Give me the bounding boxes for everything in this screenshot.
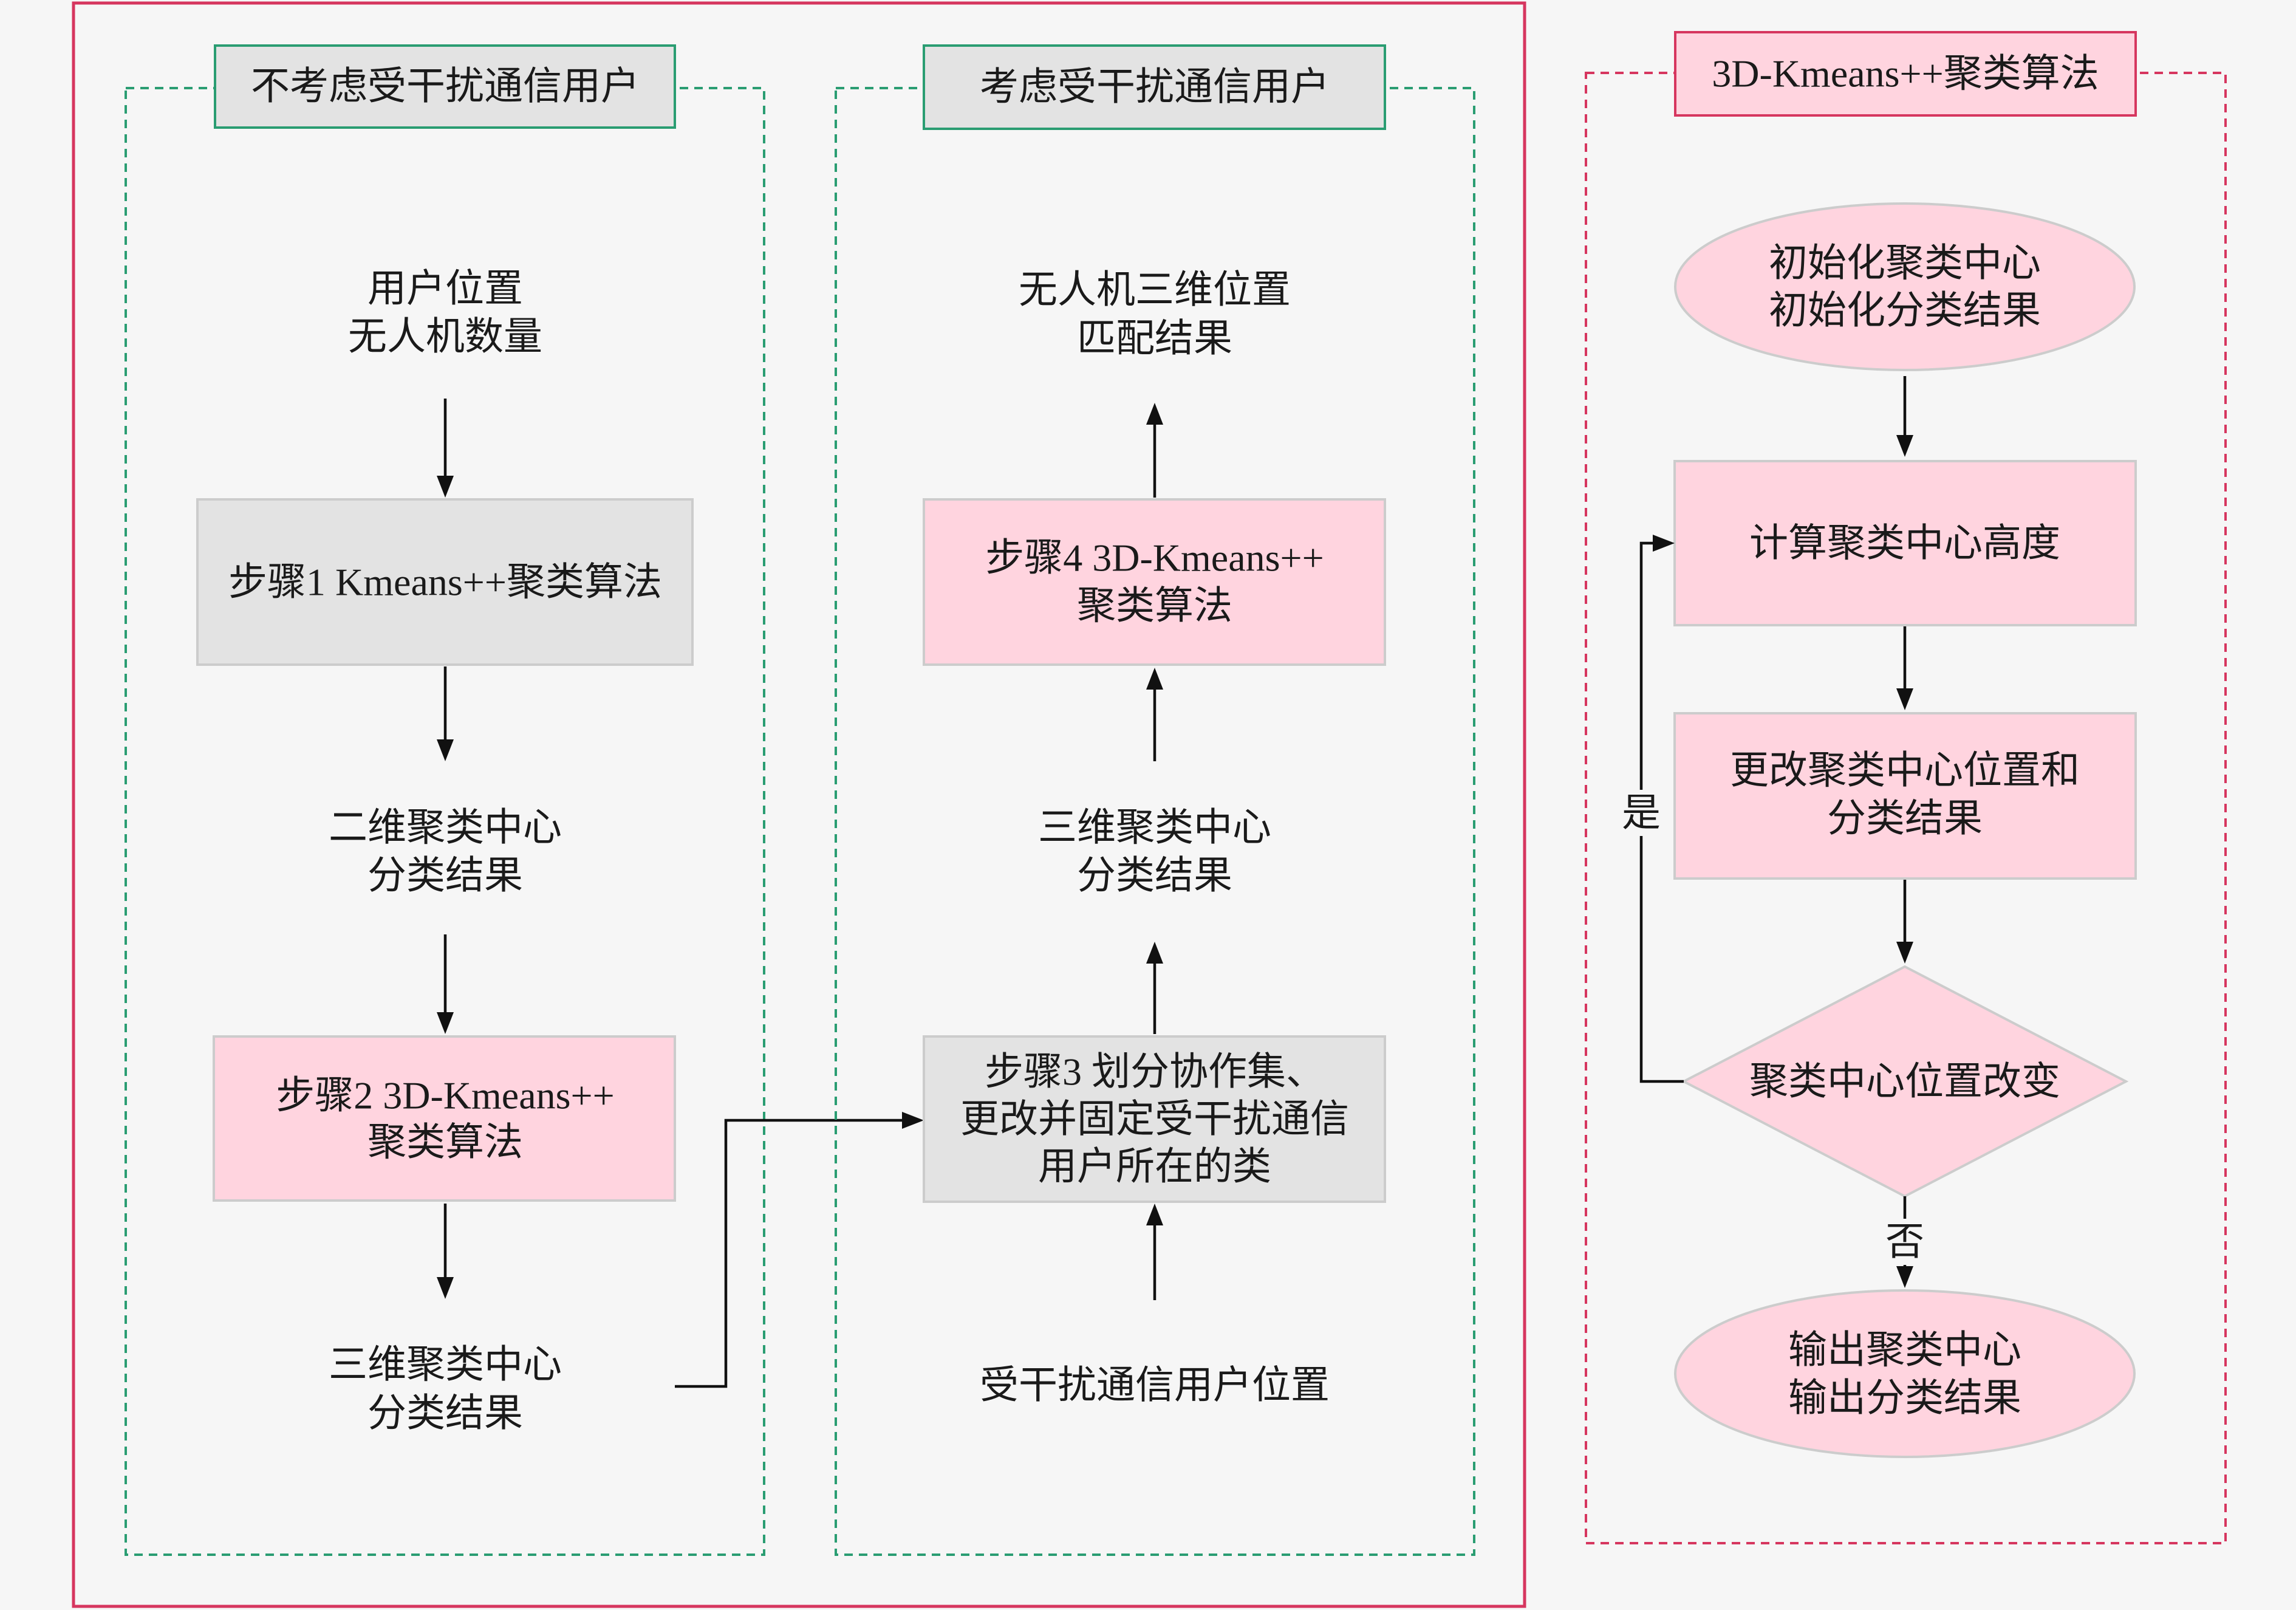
connector-line <box>675 1118 906 1388</box>
output-2d-centers-line2: 分类结果 <box>367 854 523 897</box>
yes-label: 是 <box>1622 792 1661 835</box>
arrowhead <box>437 1277 454 1299</box>
output-ellipse <box>1674 1289 2136 1458</box>
step4-label-line2: 聚类算法 <box>1077 584 1232 628</box>
panel-with-interfered: 考虑受干扰通信用户 无人机三维位置 匹配结果 步骤4 3D-Kmeans++ 聚… <box>835 44 1475 1556</box>
arrowhead <box>1146 1204 1163 1225</box>
panel-algorithm: 3D-Kmeans++聚类算法 初始化聚类中心 初始化分类结果 计算聚类中心高度… <box>1585 31 2227 1544</box>
arrow-init-to-compute <box>1896 376 1913 457</box>
output-centers-label: 输出聚类中心 <box>1788 1329 2021 1372</box>
arrowhead <box>1146 668 1163 690</box>
arrow-step4-to-result <box>1146 403 1163 498</box>
panel-with-interfered-title-box <box>923 44 1386 130</box>
panel-algorithm-title-box <box>1674 31 2137 117</box>
arrowhead <box>902 1112 924 1129</box>
arrowhead <box>1146 942 1163 964</box>
arrow-step1-to-2d-centers <box>437 666 454 761</box>
step3-label-line1: 步骤3 划分协作集、 <box>985 1050 1325 1094</box>
no-label-background <box>1884 1219 1925 1265</box>
arrow-update-to-decision <box>1896 880 1913 964</box>
output-2d-centers-line1: 二维聚类中心 <box>329 806 562 849</box>
output-3d-centers-line2: 分类结果 <box>367 1392 523 1435</box>
step2-label-line1: 步骤2 3D-Kmeans++ <box>276 1074 614 1117</box>
arrowhead <box>1896 942 1913 964</box>
input-interfered-user-positions: 受干扰通信用户位置 <box>980 1364 1330 1407</box>
step3-label-line3: 用户所在的类 <box>1038 1145 1271 1188</box>
arrow-centers-to-step4 <box>1146 668 1163 761</box>
arrow-no-to-output: 否 <box>1884 1196 1925 1288</box>
compute-height-box <box>1673 460 2137 626</box>
arrow-input-to-step3 <box>1146 1204 1163 1300</box>
arrowhead <box>1896 435 1913 457</box>
step2-box <box>213 1035 676 1202</box>
init-classification-label: 初始化分类结果 <box>1769 289 2041 332</box>
init-centers-label: 初始化聚类中心 <box>1769 242 2041 285</box>
arrow-step2-to-3d-centers <box>437 1204 454 1299</box>
step4-label-line1: 步骤4 3D-Kmeans++ <box>985 536 1324 580</box>
panel-without-interfered: 不考虑受干扰通信用户 用户位置 无人机数量 步骤1 Kmeans++聚类算法 二… <box>125 44 765 1556</box>
yes-label-background <box>1621 790 1662 836</box>
arrow-2d-centers-to-step2 <box>437 934 454 1034</box>
centers-3d-line2: 分类结果 <box>1077 854 1232 897</box>
input-uav-count-line2: 无人机数量 <box>348 315 542 358</box>
arrowhead <box>1146 403 1163 425</box>
arrow-compute-to-update <box>1896 626 1913 710</box>
arrow-3d-centers-to-step3 <box>675 1112 924 1388</box>
arrow-input-to-step1 <box>437 399 454 498</box>
arrowhead <box>1896 1266 1913 1288</box>
result-matching-line2: 匹配结果 <box>1077 317 1232 360</box>
arrow-yes-loop-to-compute: 是 <box>1621 535 1684 1083</box>
step3-label-line2: 更改并固定受干扰通信 <box>960 1098 1349 1141</box>
output-classification-label: 输出分类结果 <box>1788 1377 2021 1420</box>
step4-box <box>923 498 1386 666</box>
panel-with-interfered-title: 考虑受干扰通信用户 <box>980 66 1330 109</box>
input-user-positions-line1: 用户位置 <box>367 267 523 310</box>
update-centers-label-line1: 更改聚类中心位置和 <box>1730 749 2080 792</box>
arrowhead <box>437 1012 454 1034</box>
no-label: 否 <box>1885 1221 1924 1264</box>
centers-3d-line1: 三维聚类中心 <box>1038 806 1271 849</box>
arrow-step3-to-centers <box>1146 942 1163 1034</box>
step1-box <box>196 498 694 666</box>
update-centers-box <box>1673 712 2137 880</box>
arrowhead <box>437 739 454 761</box>
decision-label: 聚类中心位置改变 <box>1749 1060 2060 1103</box>
panel-algorithm-dashed-border <box>1585 72 2227 1544</box>
result-uav-3d-position-line1: 无人机三维位置 <box>1019 269 1291 312</box>
init-ellipse <box>1674 202 2136 371</box>
arrowhead <box>437 476 454 498</box>
panel-without-interfered-title: 不考虑受干扰通信用户 <box>251 65 640 108</box>
panel-without-interfered-dashed-border <box>125 87 765 1556</box>
panel-algorithm-title: 3D-Kmeans++聚类算法 <box>1712 52 2099 95</box>
output-3d-centers-line1: 三维聚类中心 <box>329 1343 562 1386</box>
arrowhead <box>1653 535 1675 552</box>
update-centers-label-line2: 分类结果 <box>1827 797 1983 840</box>
step2-label-line2: 聚类算法 <box>367 1121 523 1164</box>
arrowhead <box>1896 688 1913 710</box>
step3-box <box>923 1035 1386 1203</box>
panel-with-interfered-dashed-border <box>835 87 1475 1556</box>
panel-without-interfered-title-box <box>214 44 676 129</box>
step1-label: 步骤1 Kmeans++聚类算法 <box>228 561 662 604</box>
compute-height-label: 计算聚类中心高度 <box>1749 522 2060 565</box>
outer-frame <box>72 1 1526 1608</box>
